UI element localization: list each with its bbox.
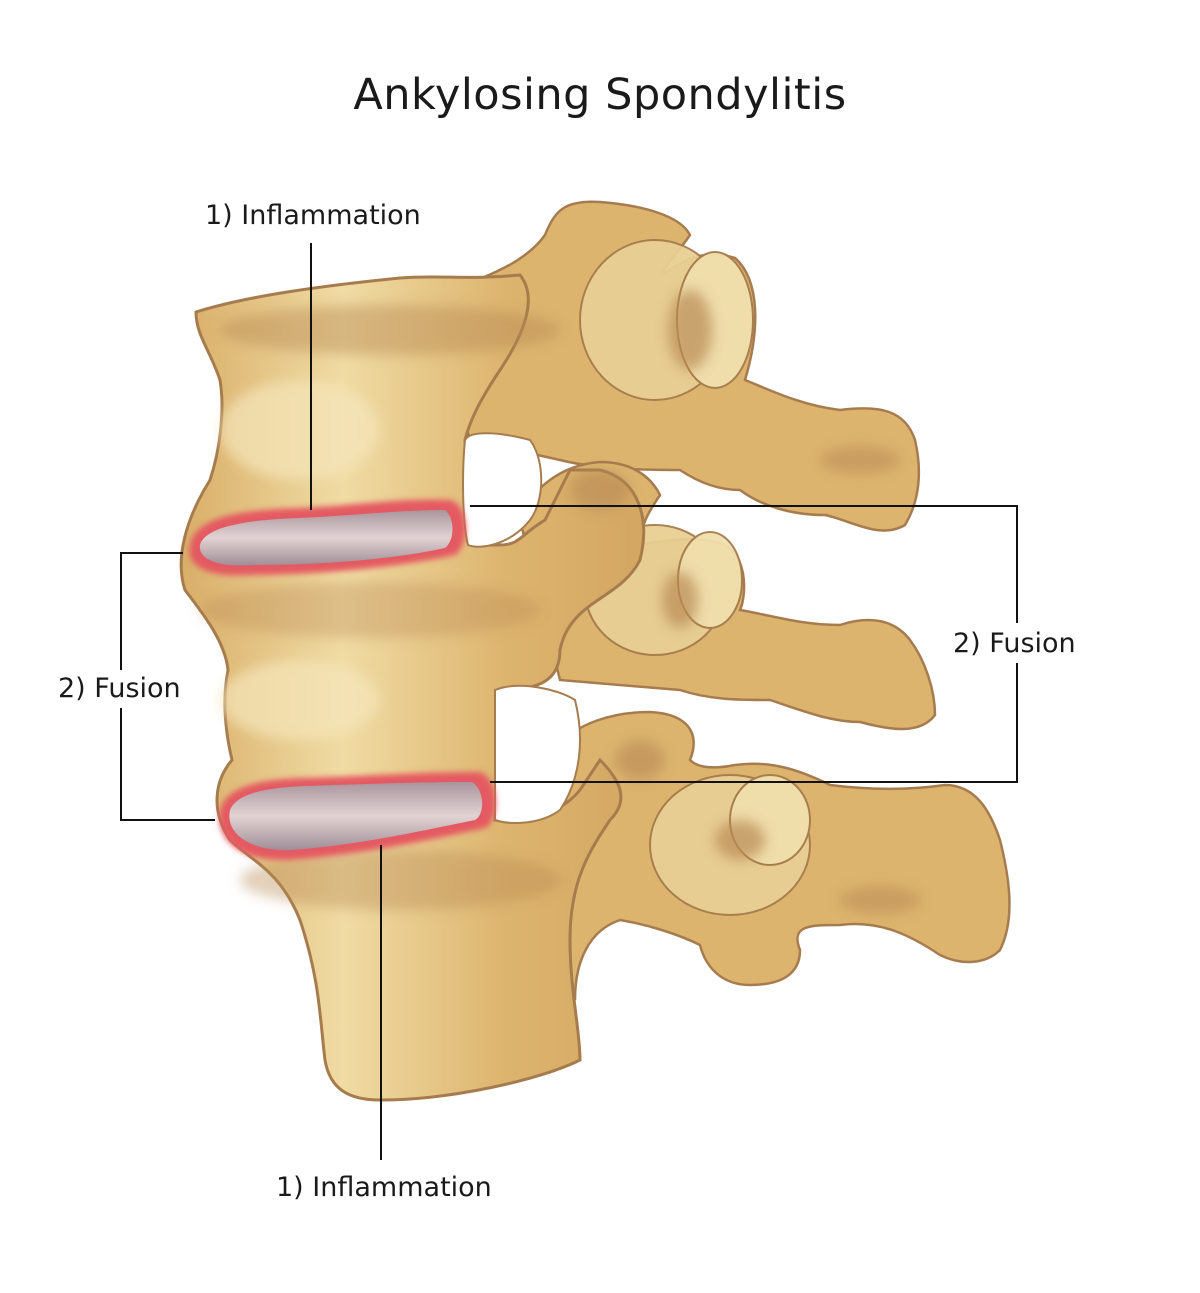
inflamed-disc-upper (189, 499, 466, 576)
label-inflammation-top: 1) Inflammation (205, 200, 421, 231)
bracket-fusion-left-top (120, 552, 183, 670)
bracket-fusion-left-bottom (120, 708, 215, 821)
diagram-title: Ankylosing Spondylitis (353, 70, 847, 120)
bracket-fusion-right-top (470, 505, 1018, 623)
label-fusion-right: 2) Fusion (953, 628, 1076, 659)
leader-lines (120, 243, 1018, 1160)
label-fusion-left: 2) Fusion (58, 673, 181, 704)
bracket-fusion-right-bottom (490, 663, 1018, 783)
intervertebral-foramen-upper (462, 432, 543, 548)
inflamed-disc-lower (219, 772, 496, 861)
facet-shadows (662, 290, 920, 914)
intervertebral-foramen-lower (494, 684, 581, 824)
label-inflammation-bottom: 1) Inflammation (276, 1172, 492, 1203)
